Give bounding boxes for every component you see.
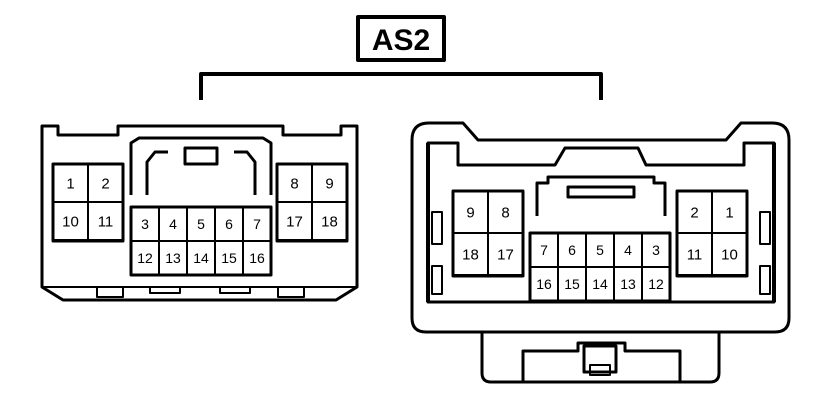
left-pin-17-label: 17 — [286, 213, 303, 230]
right-pin-8-label: 8 — [501, 204, 509, 221]
left-pin-13-label: 13 — [165, 250, 181, 266]
left-pin-4-label: 4 — [169, 216, 177, 232]
left-pin-14-label: 14 — [193, 250, 209, 266]
right-pin-4-label: 4 — [624, 242, 632, 258]
title-box — [356, 15, 446, 62]
right-pin-5-label: 5 — [596, 242, 604, 258]
right-pin-cell — [641, 266, 671, 302]
right-pin-10-label: 10 — [721, 246, 738, 263]
right-pin-6-label: 6 — [568, 242, 576, 258]
left-pin-cell — [311, 201, 348, 241]
left-connector-housing — [40, 124, 359, 302]
right-pin-14-label: 14 — [592, 276, 608, 292]
right-pin-17-label: 17 — [497, 246, 514, 263]
left-pin-12-label: 12 — [137, 250, 153, 266]
left-pin-18-label: 18 — [321, 213, 338, 230]
left-pin-7-label: 7 — [253, 216, 261, 232]
connector-title: AS2 — [372, 24, 430, 57]
right-pin-15-label: 15 — [564, 276, 580, 292]
left-pin-1-label: 1 — [66, 175, 74, 192]
right-pin-7-label: 7 — [540, 242, 548, 258]
left-pin-6-label: 6 — [225, 216, 233, 232]
right-pin-cell — [711, 232, 748, 276]
left-pin-3-label: 3 — [141, 216, 149, 232]
right-pin-18-label: 18 — [462, 246, 479, 263]
left-pin-9-label: 9 — [325, 175, 333, 192]
left-pin-11-label: 11 — [98, 213, 114, 230]
right-pin-13-label: 13 — [620, 276, 636, 292]
right-pin-3-label: 3 — [652, 242, 660, 258]
right-pin-cell — [487, 232, 524, 276]
left-pin-2-label: 2 — [101, 175, 109, 192]
left-pin-cell — [87, 201, 124, 241]
left-pin-15-label: 15 — [221, 250, 237, 266]
right-pin-2-label: 2 — [690, 204, 698, 221]
left-pin-16-label: 16 — [249, 250, 265, 266]
left-pin-cell — [242, 240, 272, 276]
right-pin-16-label: 16 — [536, 276, 552, 292]
left-pin-5-label: 5 — [197, 216, 205, 232]
right-pin-12-label: 12 — [648, 276, 664, 292]
right-pin-1-label: 1 — [725, 204, 733, 221]
left-pin-10-label: 10 — [62, 213, 79, 230]
title-bracket — [199, 72, 603, 100]
right-pin-11-label: 11 — [687, 246, 703, 263]
right-pin-9-label: 9 — [466, 204, 474, 221]
left-pin-8-label: 8 — [290, 175, 298, 192]
